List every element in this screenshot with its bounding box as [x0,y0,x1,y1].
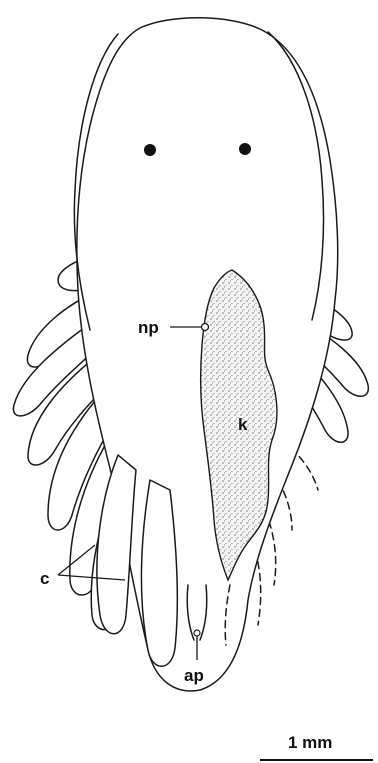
label-ap: ap [184,666,204,685]
scale-bar-label: 1 mm [288,733,332,752]
left-eye [144,144,156,156]
label-k: k [238,415,248,434]
label-c: c [40,569,49,588]
nephropore [202,324,209,331]
anal-pore [194,630,200,636]
right-eye [239,143,251,155]
label-np: np [138,318,159,337]
